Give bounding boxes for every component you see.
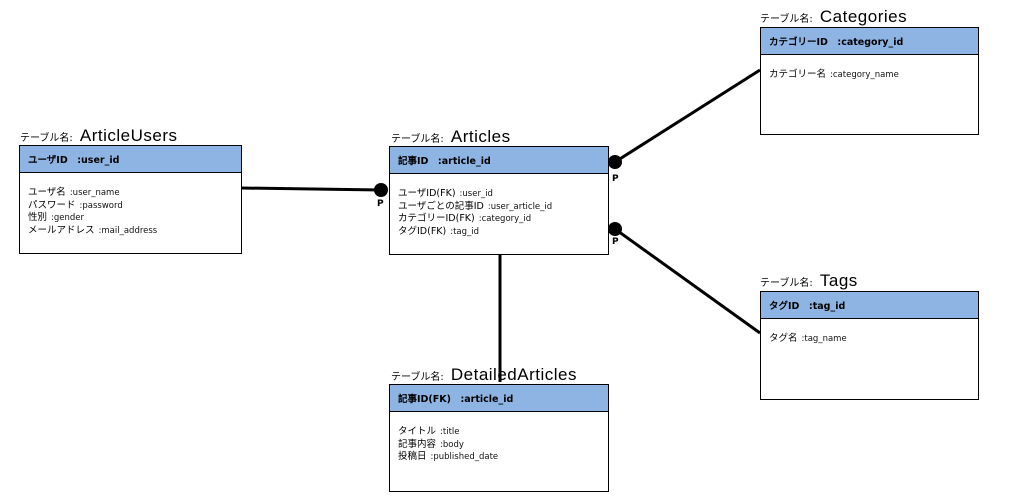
field-row: メールアドレス:mail_address	[28, 225, 241, 238]
primary-key-row: 記事ID(FK) :article_id	[390, 385, 608, 412]
relation-line-users-articles	[240, 186, 382, 192]
relation-dot-articles-categories	[608, 155, 622, 169]
field-row: タグID(FK):tag_id	[398, 226, 608, 239]
field-column: :category_id	[478, 214, 532, 224]
field-column: :title	[440, 427, 460, 437]
field-row: ユーザ名:user_name	[28, 187, 241, 200]
field-label: 性別	[28, 212, 48, 223]
field-label: タイトル	[398, 426, 437, 437]
table-caption-article-users: テーブル名: ArticleUsers	[20, 127, 178, 144]
field-label: ユーザ名	[28, 187, 66, 198]
field-label: ユーザごとの記事ID	[398, 200, 484, 212]
field-label: タグID(FK)	[398, 225, 447, 237]
relation-line-articles-tags	[614, 227, 761, 335]
field-label: 投稿日	[398, 451, 427, 462]
field-row: ユーザID(FK):user_id	[398, 188, 608, 201]
table-name-prefix: テーブル名:	[391, 134, 444, 145]
relation-label-articles-categories: P	[612, 174, 619, 184]
field-label: ユーザID(FK)	[398, 188, 456, 199]
field-column: :category_name	[830, 70, 899, 80]
primary-key-row: ユーザID :user_id	[20, 146, 241, 173]
table-name-prefix: テーブル名:	[760, 278, 813, 289]
field-column: :tag_name	[801, 334, 847, 344]
field-column: :password	[79, 200, 123, 211]
field-label: メールアドレス	[28, 224, 95, 236]
table-caption-articles: テーブル名: Articles	[391, 128, 511, 145]
field-row: 投稿日:published_date	[398, 451, 608, 464]
field-column: :gender	[51, 213, 85, 223]
entity-articles: 記事ID :article_id ユーザID(FK):user_id ユーザごと…	[389, 146, 609, 255]
field-column: :mail_address	[98, 225, 158, 236]
entity-article-users: ユーザID :user_id ユーザ名:user_name パスワード:pass…	[19, 145, 242, 254]
table-name-prefix: テーブル名:	[391, 372, 444, 383]
field-label: タグ名	[769, 333, 798, 344]
relation-line-articles-categories	[614, 68, 761, 164]
field-column: :tag_id	[450, 226, 480, 237]
table-name-prefix: テーブル名:	[760, 14, 813, 25]
entity-tags: タグID :tag_id タグ名:tag_name	[760, 291, 979, 400]
primary-key-row: カテゴリーID :category_id	[761, 28, 978, 55]
field-column: :user_id	[459, 189, 493, 199]
field-label: 記事内容	[398, 438, 437, 450]
primary-key-row: 記事ID :article_id	[390, 147, 608, 174]
field-row: ユーザごとの記事ID:user_article_id	[398, 201, 608, 214]
field-row: カテゴリー名:category_name	[769, 69, 978, 82]
table-name-prefix: テーブル名:	[20, 133, 73, 144]
field-row: カテゴリーID(FK):category_id	[398, 213, 608, 226]
field-list: カテゴリー名:category_name	[761, 55, 978, 82]
table-name: Articles	[450, 127, 511, 146]
field-row: 記事内容:body	[398, 439, 608, 452]
table-caption-detailed-articles: テーブル名: DetailedArticles	[391, 366, 577, 383]
field-list: タグ名:tag_name	[761, 319, 978, 346]
entity-detailed-articles: 記事ID(FK) :article_id タイトル:title 記事内容:bod…	[389, 384, 609, 492]
primary-key-row: タグID :tag_id	[761, 292, 978, 319]
entity-categories: カテゴリーID :category_id カテゴリー名:category_nam…	[760, 27, 979, 135]
relation-dot-users-articles	[374, 183, 388, 197]
field-row: パスワード:password	[28, 200, 241, 213]
table-name: Categories	[819, 7, 908, 26]
field-label: パスワード	[28, 199, 76, 211]
field-column: :user_name	[69, 188, 120, 198]
field-row: タイトル:title	[398, 426, 608, 439]
field-label: カテゴリーID(FK)	[398, 213, 475, 224]
field-list: ユーザID(FK):user_id ユーザごとの記事ID:user_articl…	[390, 174, 608, 238]
table-caption-tags: テーブル名: Tags	[760, 272, 858, 289]
field-list: ユーザ名:user_name パスワード:password 性別:gender …	[20, 173, 241, 237]
table-caption-categories: テーブル名: Categories	[760, 8, 907, 25]
field-row: タグ名:tag_name	[769, 333, 978, 346]
field-column: :user_article_id	[487, 201, 553, 212]
table-name: DetailedArticles	[450, 365, 577, 384]
table-name: ArticleUsers	[79, 126, 178, 145]
relation-dot-articles-tags	[608, 222, 622, 236]
relation-label-articles-tags: P	[612, 237, 619, 247]
field-column: :published_date	[430, 452, 499, 462]
field-row: 性別:gender	[28, 212, 241, 225]
table-name: Tags	[819, 271, 858, 290]
field-list: タイトル:title 記事内容:body 投稿日:published_date	[390, 412, 608, 464]
relation-label-users-articles: P	[377, 199, 384, 209]
field-label: カテゴリー名	[769, 69, 827, 80]
field-column: :body	[440, 439, 464, 450]
